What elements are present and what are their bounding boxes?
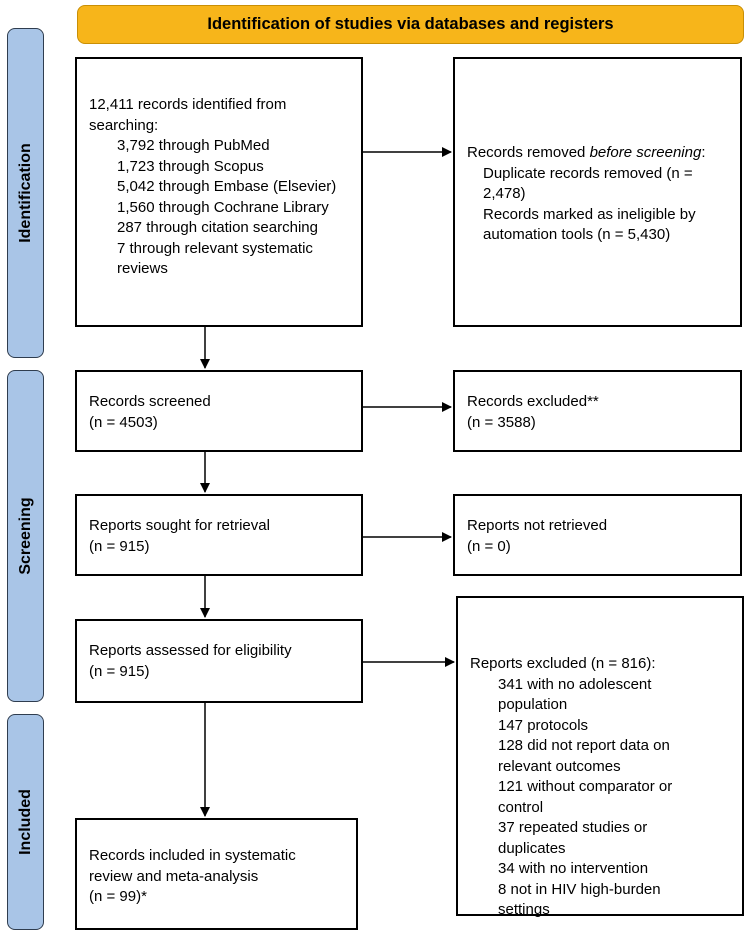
records-screened-box: Records screened (n = 4503) [75,370,363,452]
records-removed-box: Records removed before screening: Duplic… [453,57,742,327]
reports-assessed-label: Reports assessed for eligibility [89,642,292,659]
reports-not-retrieved-count: (n = 0) [467,537,511,555]
diagram-header: Identification of studies via databases … [77,5,744,44]
records-excluded-label: Records excluded** [467,393,599,410]
records-included-box: Records included in systematic review an… [75,818,358,930]
reason-no-relevant-outcomes: 128 did not report data on relevant outc… [498,737,670,775]
reports-excluded-box: Reports excluded (n = 816): 341 with no … [456,596,744,918]
reports-sought-label: Reports sought for retrieval [89,517,270,534]
reports-assessed-count: (n = 915) [89,662,150,680]
reports-assessed-box: Reports assessed for eligibility (n = 91… [75,619,363,703]
reports-sought-box: Reports sought for retrieval (n = 915) [75,494,363,576]
records-removed-title: Records removed before screening: [467,144,706,161]
reason-protocols: 147 protocols [498,716,589,734]
source-embase: 5,042 through Embase (Elsevier) [117,178,337,195]
phase-screening: Screening [7,370,44,702]
reports-excluded-label: Reports excluded (n = 816): [470,655,656,672]
header-title: Identification of studies via databases … [207,15,614,33]
reports-sought-count: (n = 915) [89,537,150,555]
reason-no-intervention: 34 with no intervention [498,860,649,877]
source-systematic-reviews: 7 through relevant systematic reviews [117,239,313,278]
phase-identification: Identification [7,28,44,358]
records-screened-label: Records screened [89,393,211,410]
records-excluded-count: (n = 3588) [467,413,536,431]
records-excluded-box: Records excluded** (n = 3588) [453,370,742,452]
records-screened-count: (n = 4503) [89,413,158,431]
records-included-count: (n = 99)* [89,888,147,905]
source-pubmed: 3,792 through PubMed [117,137,270,154]
reason-not-high-burden-setting: 8 not in HIV high-burden settings [498,880,661,919]
source-scopus: 1,723 through Scopus [117,157,264,175]
source-cochrane: 1,560 through Cochrane Library [117,198,329,216]
reason-repeated-studies: 37 repeated studies or duplicates [498,819,648,857]
records-identified-box: 12,411 records identified from searching… [75,57,363,327]
reason-no-comparator: 121 without comparator or control [498,778,673,816]
duplicate-records-removed: Duplicate records removed (n = 2,478) [483,164,693,203]
source-citation-searching: 287 through citation searching [117,219,318,236]
reports-not-retrieved-label: Reports not retrieved [467,517,608,534]
reports-not-retrieved-box: Reports not retrieved (n = 0) [453,494,742,576]
records-included-label: Records included in systematic review an… [89,847,296,885]
reason-no-adolescent-population: 341 with no adolescent population [498,675,652,714]
records-identified-intro: 12,411 records identified from searching… [89,96,287,134]
records-marked-ineligible: Records marked as ineligible by automati… [483,205,696,244]
phase-included: Included [7,714,44,930]
